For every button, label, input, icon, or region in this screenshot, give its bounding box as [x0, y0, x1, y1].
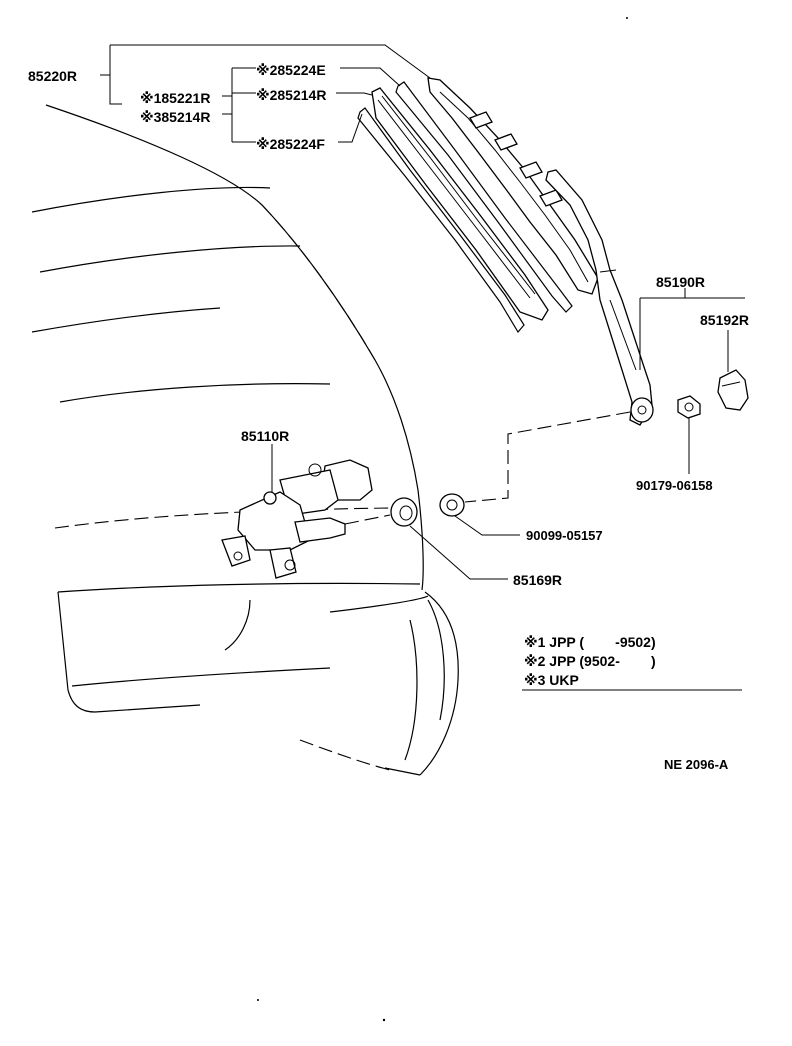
legend-line-2: ※2 JPP (9502- ): [524, 653, 656, 669]
assembly-guides: [344, 411, 631, 525]
label-85224E: ※285224E: [256, 62, 326, 78]
label-85110R: 85110R: [241, 428, 289, 444]
label-90179-06158: 90179-06158: [636, 478, 713, 493]
wiper-motor: [221, 459, 373, 579]
legend-line-1: ※1 JPP ( -9502): [524, 634, 656, 650]
part-labels: 85220R ※185221R ※385214R ※285224E ※28521…: [28, 62, 749, 588]
scan-specks: [257, 17, 628, 1022]
label-85221R: ※185221R: [140, 90, 210, 106]
label-90099-05157: 90099-05157: [526, 528, 603, 543]
label-85192R: 85192R: [700, 312, 749, 328]
wiper-blade-assembly: [357, 77, 599, 334]
legend: ※1 JPP ( -9502) ※2 JPP (9502- ) ※3 UKP: [522, 634, 742, 691]
label-85220R: 85220R: [28, 68, 77, 84]
label-85169R: 85169R: [513, 572, 562, 588]
washer-90099: [439, 493, 465, 517]
label-85224F: ※285224F: [256, 136, 325, 152]
label-85190R: 85190R: [656, 274, 705, 290]
back-door-outline: [31, 104, 459, 776]
label-85214R-ukp: ※385214R: [140, 109, 210, 125]
wiper-arm: [545, 169, 654, 426]
legend-line-3: ※3 UKP: [524, 672, 579, 688]
nut: [677, 395, 701, 419]
figure-code: NE 2096-A: [664, 757, 729, 772]
arm-cover: [717, 369, 749, 411]
label-85214R-jpp: ※285214R: [256, 87, 326, 103]
grommet: [390, 497, 418, 527]
leader-lines: [100, 44, 745, 580]
